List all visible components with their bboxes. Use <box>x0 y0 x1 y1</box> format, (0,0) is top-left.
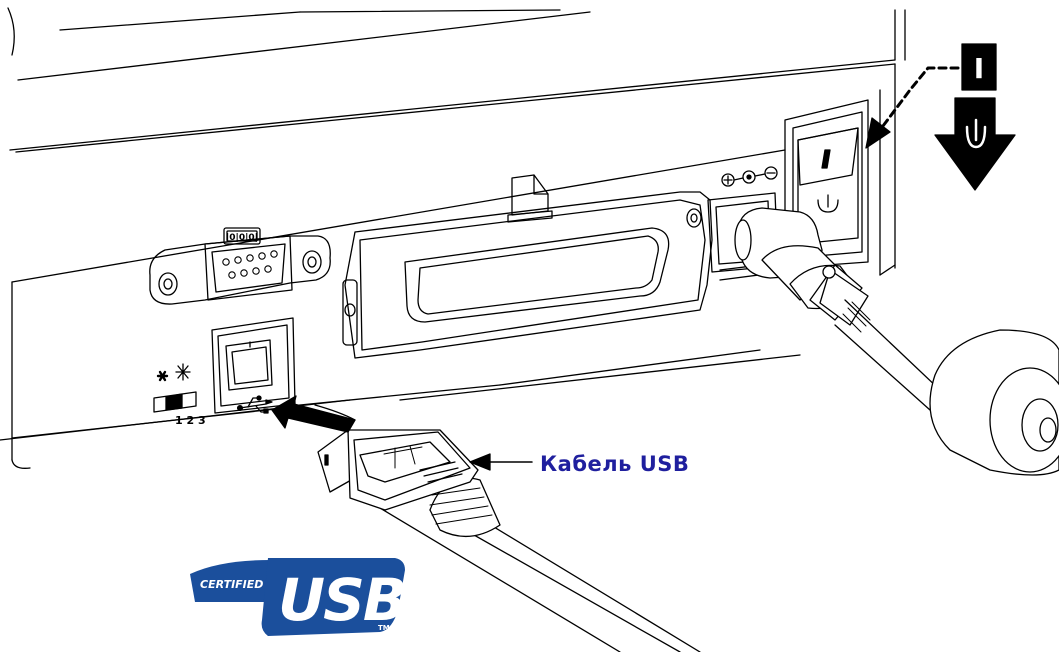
dip-switch-icon <box>153 363 197 413</box>
parallel-port-icon <box>507 174 553 223</box>
usb-logo-text: USB <box>278 566 405 634</box>
power-connector-polarity-icon <box>721 166 778 187</box>
certified-usb-logo <box>190 558 405 636</box>
serial-port-marking: |0|0|0| <box>226 233 258 243</box>
usb-icon <box>236 395 273 414</box>
serial-port[interactable] <box>149 235 331 305</box>
dip-switch-numbers: 1 2 3 <box>175 414 206 427</box>
parallel-port[interactable] <box>342 191 713 359</box>
insert-direction-arrow <box>271 395 356 433</box>
power-dashed-arrow <box>865 66 960 149</box>
usb-label-leader <box>469 453 533 471</box>
usb-cable-label: Кабель USB <box>540 452 690 476</box>
power-down-arrow <box>934 97 1016 191</box>
usb-port[interactable] <box>211 317 296 414</box>
trademark-text: TM <box>378 624 390 632</box>
power-on-symbol: I <box>974 52 984 85</box>
usb-cable <box>317 429 701 653</box>
power-on-box <box>961 43 997 91</box>
printer-body <box>0 7 906 469</box>
certified-logo-text: CERTIFIED <box>200 578 263 591</box>
power-cord <box>734 207 1059 476</box>
serial-port-icon <box>223 227 261 245</box>
